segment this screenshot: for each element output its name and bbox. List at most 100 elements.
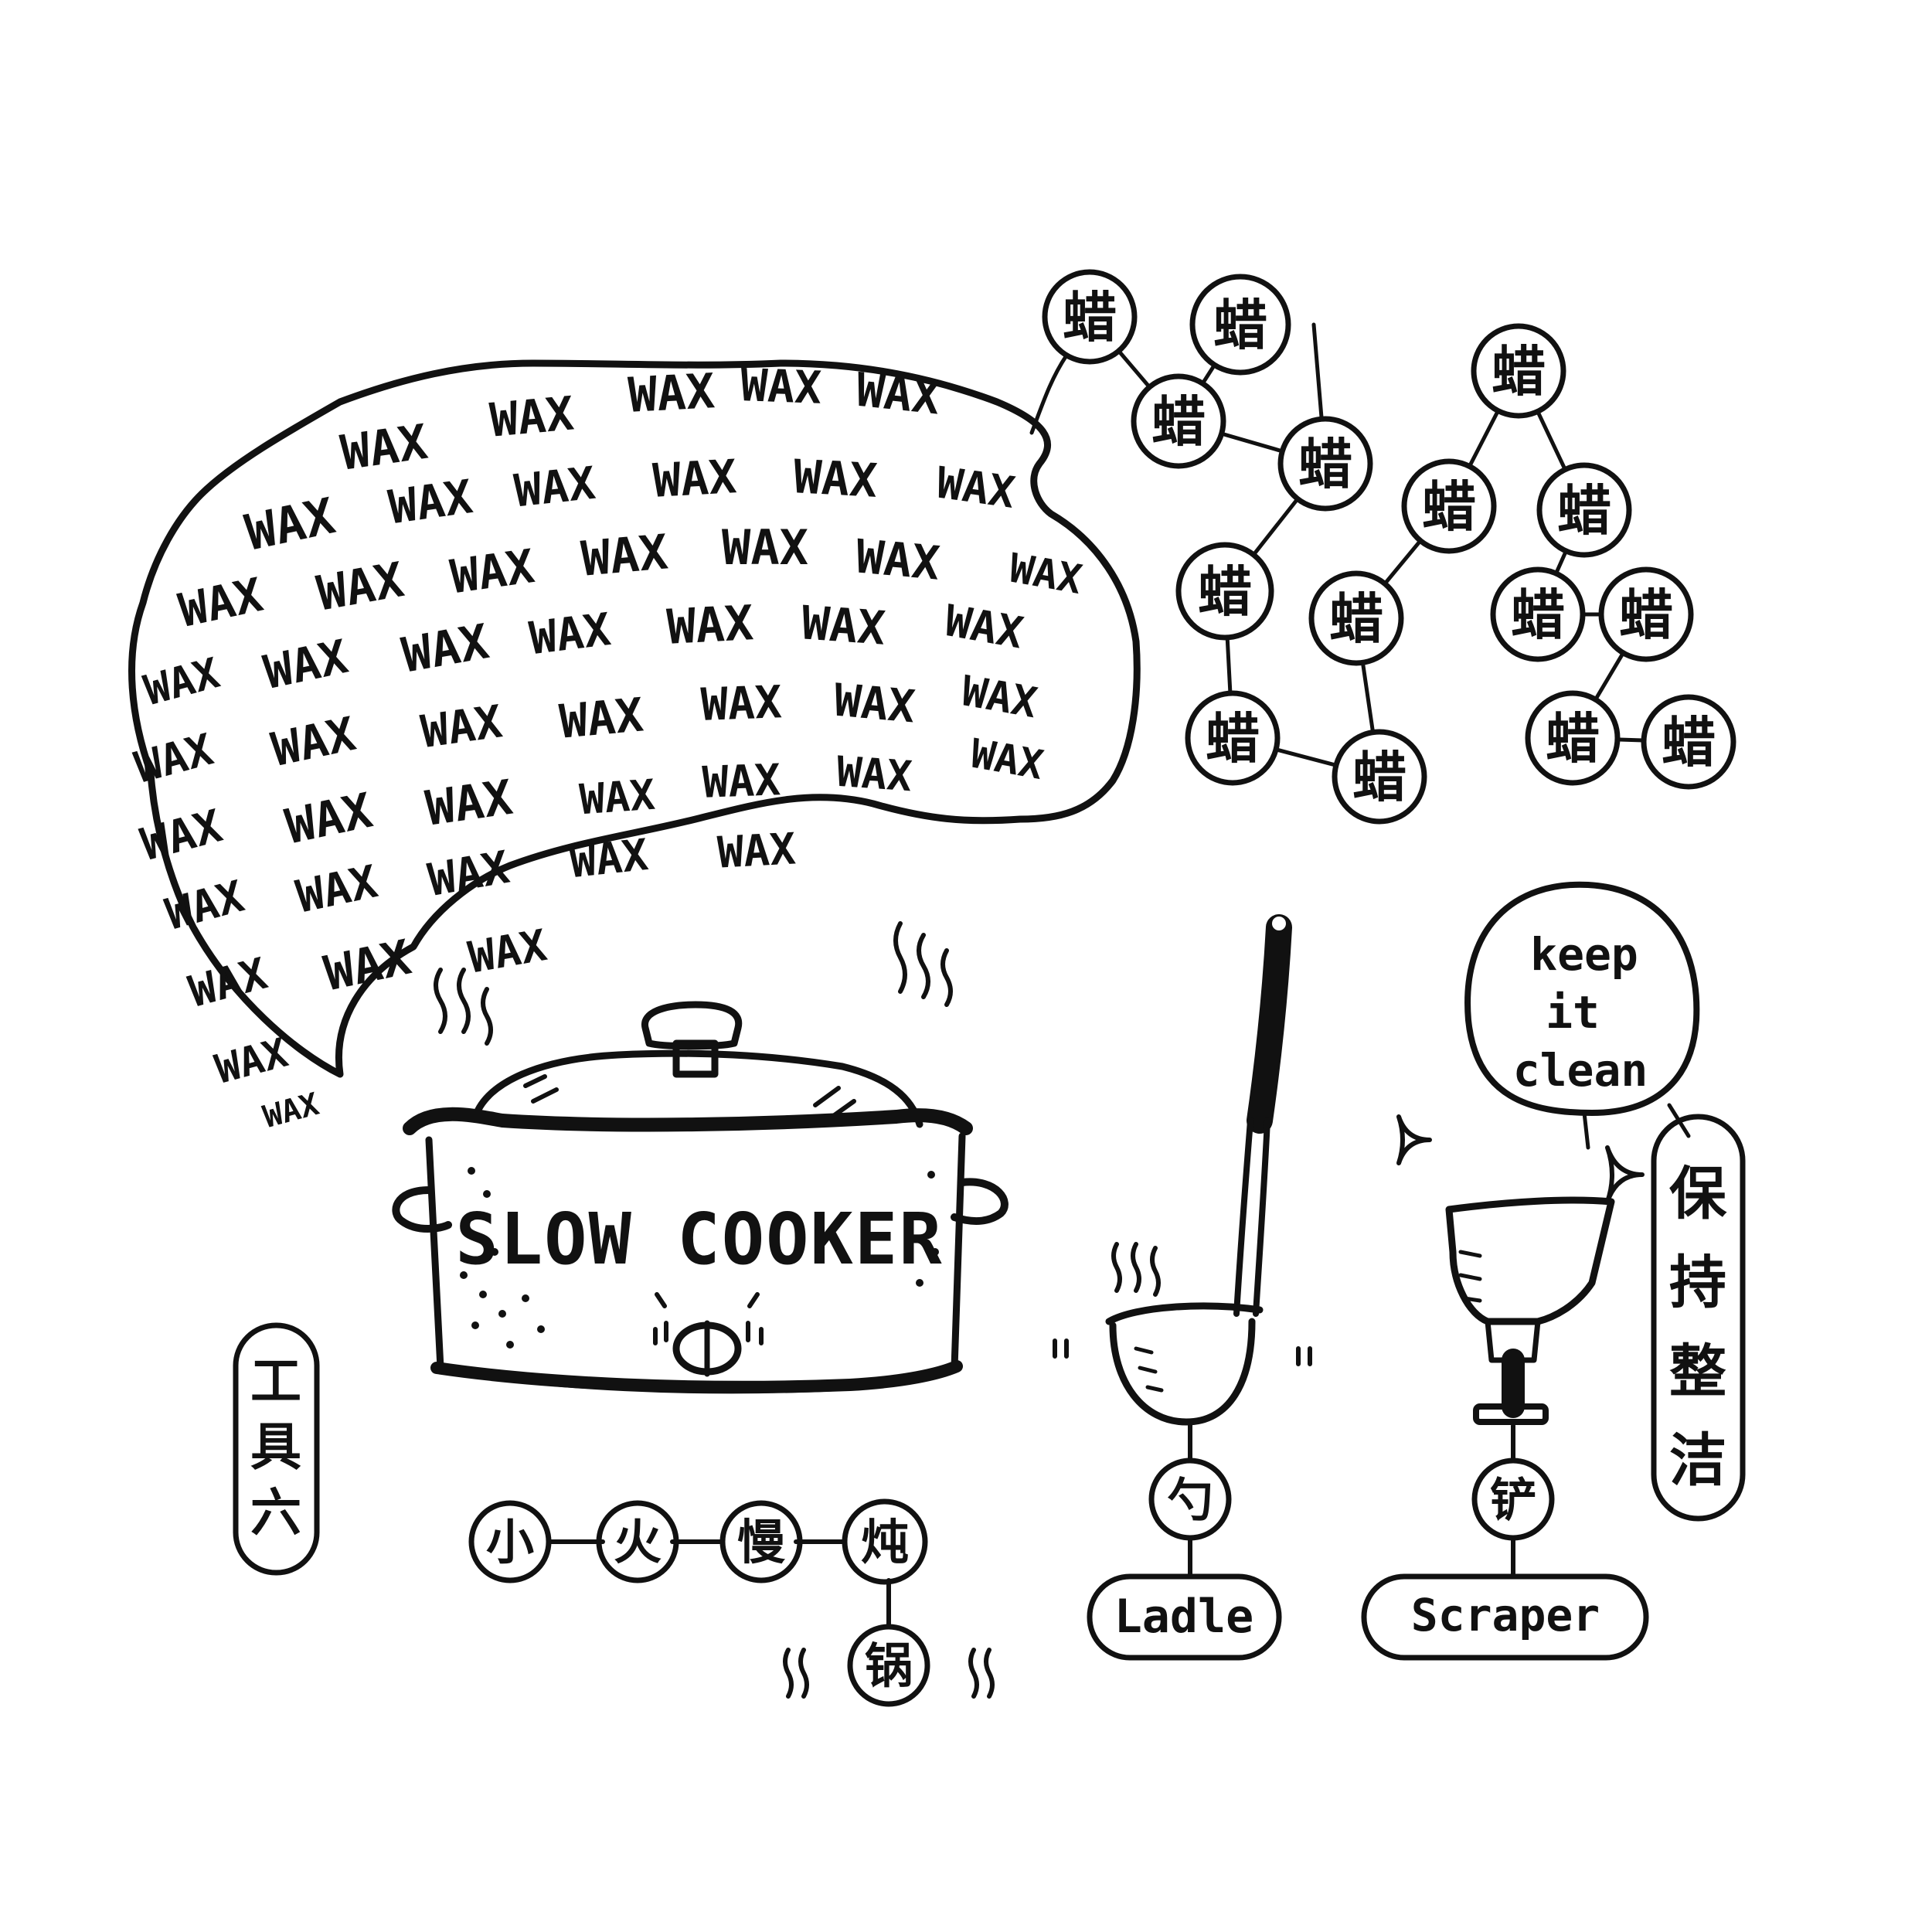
wax-word: WAX [418,695,505,758]
scraper-label: Scraper [1411,1589,1600,1641]
wax-character-node: 蜡 [1131,373,1226,469]
wax-word: WAX [260,630,353,700]
wax-character: 蜡 [1619,583,1673,647]
stew-char-3: 慢 [737,1514,786,1570]
stew-char-2: 火 [614,1514,662,1570]
slow-cooker-icon: SLOW COOKER [392,921,1009,1394]
wax-word: WAX [337,413,430,481]
wax-word: WAX [267,707,361,777]
wax-character-node: 蜡 [1641,694,1736,790]
wax-word: WAX [398,613,493,683]
keep-clean-bubble: keep it clean 保 持 整 洁 [1464,881,1746,1522]
ladle-label: Ladle [1114,1590,1254,1644]
wax-character-node: 蜡 [1536,462,1632,558]
steam-icon [1053,1242,1312,1366]
wax-word: WAX [800,596,887,655]
wax-word: WAX [175,568,268,638]
wax-word: WAX [832,674,917,733]
wax-character-node: 蜡 [1471,323,1566,419]
scraper-icon: 铲 Scraper [1361,1114,1649,1661]
keep-clean-line-2: it [1546,986,1600,1039]
wax-word: WAX [130,725,219,794]
wax-word: WAX [627,362,716,423]
wax-word: WAX [722,519,808,576]
wax-word: WAX [319,929,416,1002]
wax-character: 蜡 [1213,294,1267,357]
wax-word: WAX [447,539,538,604]
keep-clean-cn-4: 洁 [1669,1427,1726,1494]
wax-word: WAX [665,594,755,655]
wax-character: 蜡 [1662,711,1716,774]
wax-word: WAX [240,488,339,562]
wax-character: 蜡 [1063,286,1117,349]
wax-word: WAX [967,731,1046,789]
wax-character: 蜡 [1198,560,1252,624]
wax-steam-cloud [128,359,1141,1078]
wax-character-node: 蜡 [1490,566,1586,662]
wax-word: WAX [135,799,227,871]
wax-character: 蜡 [1298,433,1352,496]
wax-word: WAX [854,529,942,590]
wax-word: WAX [958,666,1041,727]
wax-word: WAX [700,675,783,731]
pot-char: 锅 [865,1638,913,1694]
keep-clean-line-3: clean [1513,1044,1648,1097]
wax-word: WAX [386,470,476,535]
wax-character-node: 蜡 [1401,458,1497,554]
slow-stew-chain: 小 火 慢 炖 锅 [468,1498,995,1707]
wax-word: WAX [854,363,943,426]
wax-word: WAX [941,596,1027,659]
wax-character-node: 蜡 [1277,416,1373,512]
wax-character-node: 蜡 [1525,690,1621,786]
scraper-char: 铲 [1490,1474,1536,1528]
wax-character-node: 蜡 [1332,729,1427,825]
wax-word: WAX [464,920,550,984]
wax-word: WAX [579,523,670,587]
wax-character: 蜡 [1329,587,1383,651]
wax-word: WAX [792,450,879,509]
wax-character-node: 蜡 [1185,690,1281,786]
keep-clean-cn-1: 保 [1669,1161,1727,1227]
stew-char-4: 炖 [861,1514,909,1570]
wax-word: WAX [210,1029,292,1093]
keep-clean-line-1: keep [1530,928,1638,981]
wax-word: WAX [424,841,513,906]
tools-char-3: 六 [250,1483,301,1543]
wax-character: 蜡 [1511,583,1565,647]
tools-badge: 工 具 六 [233,1322,320,1576]
wax-character-node: 蜡 [1598,566,1694,662]
slow-cooker-label: SLOW COOKER [455,1198,943,1281]
wax-character: 蜡 [1206,707,1260,770]
stew-char-1: 小 [486,1514,534,1570]
wax-word: WAX [578,770,657,825]
wax-word: WAX [557,688,645,749]
wax-word: WAX [292,855,383,923]
wax-word: WAX [260,1087,323,1135]
wax-character: 蜡 [1352,746,1406,809]
wax-word: WAX [934,457,1018,518]
wax-word: WAX [740,359,822,414]
wax-word: WAX [702,755,781,808]
tools-char-1: 工 [250,1352,301,1411]
wax-word: WAX [512,457,597,518]
wax-word: WAX [313,551,408,621]
keep-clean-cn-3: 整 [1669,1338,1726,1405]
wax-character-node: 蜡 [1042,269,1138,365]
tools-char-2: 具 [250,1417,301,1477]
wax-character-node: 蜡 [1175,542,1274,641]
wax-character: 蜡 [1492,340,1546,403]
wax-word: WAX [835,747,913,801]
wax-word: WAX [422,769,515,837]
wax-character: 蜡 [1557,479,1611,543]
wax-character-node: 蜡 [1308,570,1404,666]
wax-character: 蜡 [1546,707,1600,770]
wax-word: WAX [1005,546,1085,604]
wax-word: WAX [716,824,797,878]
wax-character: 蜡 [1422,475,1476,539]
ladle-icon: 勺 Ladle [1053,914,1312,1661]
wax-word: WAX [567,830,650,888]
wax-word: WAX [488,386,576,447]
wax-word: WAX [184,949,273,1018]
